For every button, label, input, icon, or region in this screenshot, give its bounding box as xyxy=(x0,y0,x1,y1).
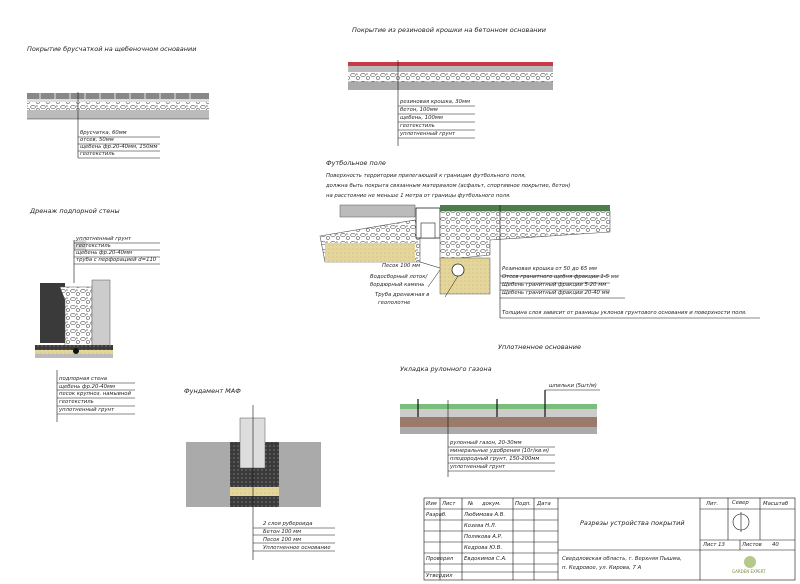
pavers-layer: отсев, 50мм xyxy=(80,137,114,143)
drainage-title: Дренаж подпорной стены xyxy=(30,207,120,215)
rubber-layer: бетон, 100мм xyxy=(400,107,438,113)
stamp-lit-label: Лит. xyxy=(706,501,719,507)
pavers-layer: геотекстиль xyxy=(80,151,115,157)
stamp-header: Лист xyxy=(442,501,456,507)
pavers-layer: брусчатка, 60мм xyxy=(80,130,127,136)
lawn-title: Укладка рулонного газона xyxy=(400,365,492,373)
stamp-address-line: п. Кедровое, ул. Кирова, 7 А xyxy=(562,565,642,571)
rubber-layer: геотекстиль xyxy=(400,123,435,129)
football-compact-label: Уплотненное основание xyxy=(498,343,581,351)
rubber-section-graphic xyxy=(348,60,553,146)
stamp-header: Дата xyxy=(537,501,551,507)
stamp-sheet-label: Лист 13 xyxy=(703,542,725,548)
drainage-top-label: геотекстиль xyxy=(76,243,111,249)
football-right-label: Щебень гранитный фракции 5-20 мм xyxy=(502,282,607,288)
stamp-logo-text: GARDEN EXPERT xyxy=(732,569,766,574)
stamp-header: № xyxy=(468,501,474,507)
drainage-top-label: труба с перфорацией d=110 xyxy=(76,257,157,263)
stamp-address-line: Свердловская область, г. Верхняя Пышма, xyxy=(562,556,682,562)
football-left-label: бордюрный камень xyxy=(370,282,425,288)
pavers-layer: щебень фр.20-40мм, 150мм xyxy=(80,144,158,150)
drainage-bottom-label: геотекстиль xyxy=(59,399,94,405)
maf-section-graphic xyxy=(186,405,335,560)
maf-layer: 2 слоя рубероида xyxy=(263,521,313,527)
football-note-line: должна быть покрыта связанным материалом… xyxy=(326,183,571,189)
football-note-line: на расстояние не меньше 1 метра от грани… xyxy=(326,193,511,199)
stamp-role: Утвердил xyxy=(426,573,453,579)
stamp-header: Подп. xyxy=(515,501,532,507)
lawn-layer: уплотненный грунт xyxy=(450,464,506,470)
football-left-label: геополотне xyxy=(378,300,411,306)
drainage-section-graphic xyxy=(35,240,160,422)
stamp-sheets-label: Листов xyxy=(742,542,762,548)
stamp-header: докум. xyxy=(482,501,501,507)
football-right-label: Резиновая крошка от 50 до 65 мм xyxy=(502,266,597,272)
football-thickness-note: Толщина слоя зависит от разницы уклонов … xyxy=(502,310,747,316)
football-left-label: Песок 100 мм xyxy=(382,263,421,269)
logo-emblem xyxy=(744,556,756,568)
lawn-section-graphic xyxy=(400,389,600,477)
stamp-sheets-total: 40 xyxy=(772,542,779,548)
lawn-layer: рулонный газон, 20-30мм xyxy=(450,440,522,446)
maf-title: Фундамент МАФ xyxy=(184,387,241,395)
lawn-pin-label: шпильки (5шт/м) xyxy=(549,383,597,389)
football-right-label: Щебень гранитный фракции 20-40 мм xyxy=(502,290,610,296)
stamp-scale-label: Масштаб xyxy=(763,501,789,507)
maf-layer: Песок 100 мм xyxy=(263,537,302,543)
stamp-north-label: Север xyxy=(732,500,749,506)
pavers-section-graphic xyxy=(27,92,209,159)
stamp-role: Проверил xyxy=(426,556,454,562)
football-title: Футбольное поле xyxy=(326,159,386,167)
stamp-frame xyxy=(423,497,796,581)
stamp-name: Любимова А.В. xyxy=(464,512,506,518)
drainage-top-label: уплотненный грунт xyxy=(76,236,132,242)
stamp-name: Кедрова Ю.В. xyxy=(464,545,503,551)
football-section-graphic xyxy=(319,204,760,319)
lawn-layer: плодородный грунт, 150-200мм xyxy=(450,456,540,462)
drainage-bottom-label: песок крупноз. намывной xyxy=(59,391,131,397)
stamp-name: Евдокимов С.А. xyxy=(464,556,507,562)
lawn-layer: минеральные удобрения (10г/кв.м) xyxy=(450,448,550,454)
maf-layer: Уплотненное основание xyxy=(263,545,331,551)
drainage-bottom-label: уплотненный грунт xyxy=(59,407,115,413)
football-left-label: Водосборный лоток/ xyxy=(370,274,428,280)
rubber-layer: уплотненный грунт xyxy=(400,131,456,137)
rubber-layer: резиновая крошка, 30мм xyxy=(400,99,471,105)
drainage-bottom-label: щебень фр.20-40мм xyxy=(59,384,116,390)
football-note-line: Поверхность территории прилегающей к гра… xyxy=(326,173,526,179)
stamp-title: Разрезы устройства покрытий xyxy=(580,519,685,527)
stamp-name: Полякова А.Р. xyxy=(464,534,503,540)
drainage-bottom-label: подпорная стена xyxy=(59,376,107,382)
football-right-label: Отсев гранитного щебня фракции 1-5 мм xyxy=(502,274,619,280)
stamp-role: Разраб. xyxy=(426,512,447,518)
stamp-name: Козева Н.Л. xyxy=(464,523,497,529)
rubber-title: Покрытие из резиновой крошки на бетонном… xyxy=(352,26,547,34)
football-left-label: Труба дренажная в xyxy=(375,292,430,298)
drainage-top-label: щебень фр.20-40мм xyxy=(76,250,133,256)
maf-layer: Бетон 100 мм xyxy=(263,529,302,535)
rubber-layer: щебень, 100мм xyxy=(400,115,443,121)
pavers-title: Покрытие брусчаткой на щебеночном основа… xyxy=(27,45,197,53)
stamp-header: Изм xyxy=(426,501,437,507)
